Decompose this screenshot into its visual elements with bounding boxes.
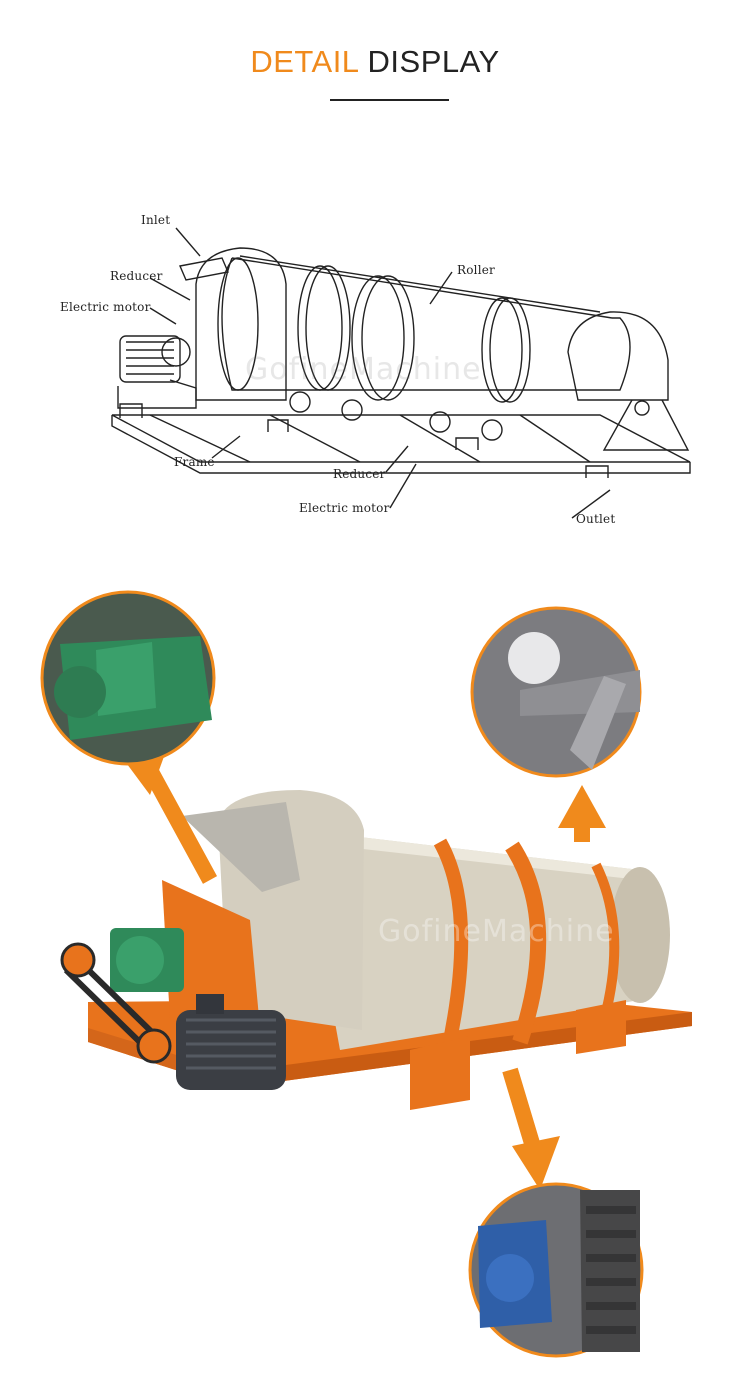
label-reducer-bottom: Reducer [333,467,386,481]
label-frame: Frame [174,455,215,469]
title-accent: DETAIL [250,44,359,79]
label-electric-motor-top: Electric motor [60,300,151,314]
label-outlet: Outlet [576,512,616,526]
photo-watermark: GofineMachine [378,914,615,949]
label-reducer-top: Reducer [110,269,163,283]
label-electric-motor-bottom: Electric motor [299,501,390,515]
line-diagram [111,227,691,519]
machine-photo [40,590,692,1358]
title-rest: DISPLAY [367,44,500,79]
title-underline [330,99,449,101]
diagram-watermark: GofineMachine [245,352,482,387]
page-title: DETAIL DISPLAY [0,44,750,80]
label-inlet: Inlet [141,213,171,227]
label-roller: Roller [457,263,495,277]
